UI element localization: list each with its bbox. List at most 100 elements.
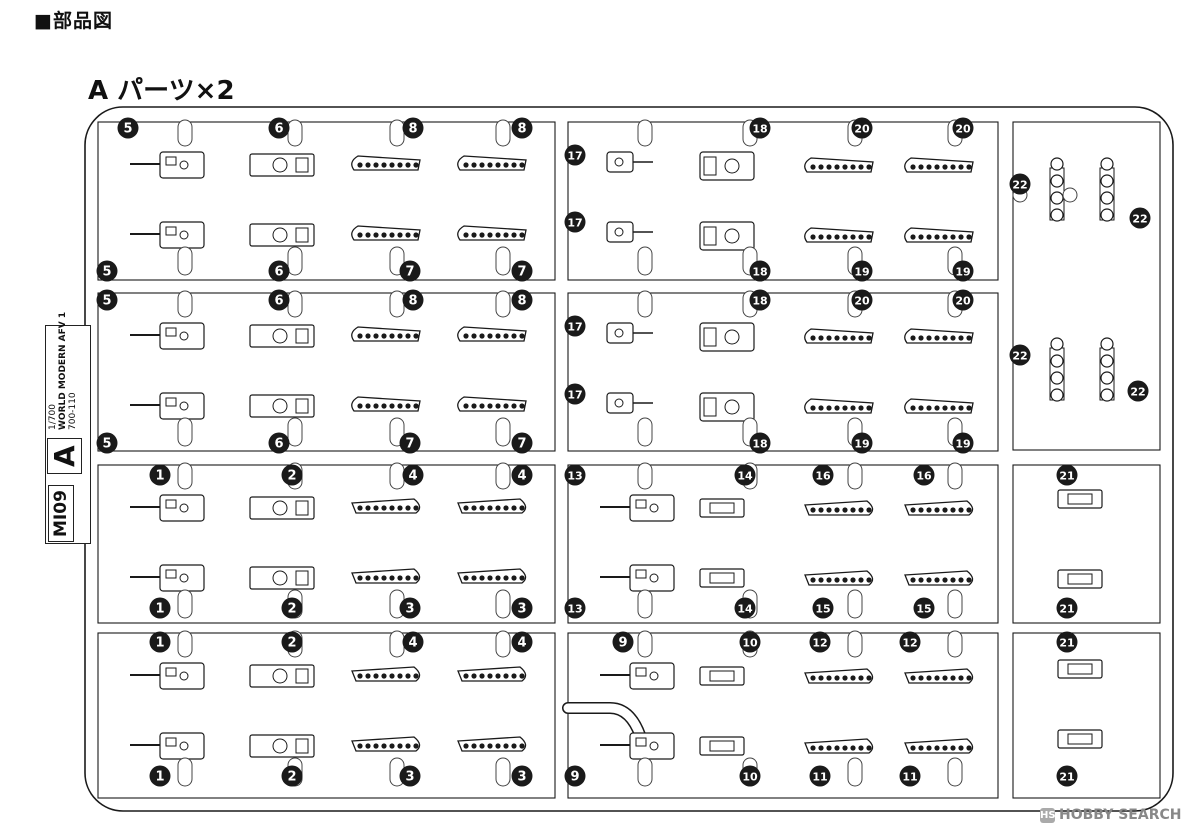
sprue-gate [495, 589, 511, 619]
part-number-badge: 20 [851, 289, 873, 311]
sprue-gate [177, 589, 193, 619]
sprue-letter: A [47, 437, 82, 474]
small-part [699, 666, 745, 686]
vehicle-hull-part [699, 151, 755, 181]
sprue-section [97, 121, 556, 281]
part-number-text: 18 [752, 295, 767, 308]
part-number-badge: 3 [511, 597, 533, 619]
part-number-badge: 19 [851, 432, 873, 454]
sprue-gate [389, 290, 405, 318]
part-number-text: 19 [955, 266, 970, 279]
part-number-badge: 4 [402, 464, 424, 486]
sprue-section [1012, 632, 1161, 799]
part-number-text: 8 [517, 294, 526, 309]
sprue-gate [847, 630, 863, 658]
part-number-badge: 7 [511, 260, 533, 282]
hull-part [249, 566, 315, 590]
part-number-text: 13 [567, 470, 582, 483]
sprue-scale: 1/700 [48, 403, 58, 430]
part-number-badge: 22 [1129, 207, 1151, 229]
part-number-text: 12 [902, 637, 917, 650]
sprue-gate [847, 462, 863, 490]
part-number-badge: 21 [1056, 597, 1078, 619]
hull-part [249, 153, 315, 177]
turret-part [130, 151, 205, 179]
part-number-badge: 5 [96, 260, 118, 282]
part-number-badge: 19 [952, 260, 974, 282]
hull-part [249, 734, 315, 758]
small-turret-part [606, 392, 653, 414]
sprue-gate [947, 630, 963, 658]
part-number-text: 7 [405, 437, 414, 452]
part-number-text: 18 [752, 266, 767, 279]
track-part [904, 668, 974, 684]
part-number-badge: 17 [564, 144, 586, 166]
sprue-gate [637, 119, 653, 147]
part-number-badge: 3 [399, 765, 421, 787]
sprue-code: 700-110 [68, 391, 78, 430]
sprue-series: WORLD MODERN AFV 1 [58, 311, 68, 430]
part-number-text: 20 [955, 295, 971, 308]
track-part [351, 568, 421, 584]
part-number-badge: 1 [149, 464, 171, 486]
track-part [804, 738, 874, 754]
sprue-box-id: MI09 [48, 484, 74, 542]
part-number-badge: 5 [117, 117, 139, 139]
small-part [1057, 569, 1103, 589]
sprue-section [97, 464, 556, 624]
part-number-badge: 2 [281, 631, 303, 653]
part-number-badge: 4 [402, 631, 424, 653]
small-turret-part [606, 322, 653, 344]
hull-part [249, 223, 315, 247]
sprue-gate [495, 119, 511, 147]
part-number-badge: 6 [268, 117, 290, 139]
sprue-gate [495, 417, 511, 447]
turret-part [600, 732, 675, 760]
hull-part [249, 394, 315, 418]
turret-part [600, 662, 675, 690]
sprue-section [1012, 464, 1161, 624]
part-number-text: 19 [854, 266, 869, 279]
outer-runner [84, 106, 1174, 812]
part-number-badge: 18 [749, 117, 771, 139]
sprue-gate [637, 246, 653, 276]
part-number-badge: 22 [1127, 380, 1149, 402]
part-number-badge: 2 [281, 464, 303, 486]
part-number-text: 1 [155, 636, 164, 651]
sprue-gate [847, 757, 863, 787]
sprue-gate [177, 757, 193, 787]
part-number-text: 16 [916, 470, 932, 483]
part-number-text: 8 [408, 294, 417, 309]
runner-arm-inner [563, 703, 645, 740]
part-number-text: 21 [1059, 603, 1074, 616]
part-number-badge: 17 [564, 315, 586, 337]
part-number-text: 4 [408, 469, 417, 484]
track-part [904, 227, 974, 243]
hull-part [249, 324, 315, 348]
part-number-badge: 18 [749, 289, 771, 311]
part-number-text: 17 [567, 150, 582, 163]
part-number-text: 17 [567, 217, 582, 230]
turret-part [130, 392, 205, 420]
sprue-gate [495, 246, 511, 276]
part-number-text: 6 [274, 294, 283, 309]
small-part [1057, 729, 1103, 749]
part-number-text: 5 [123, 122, 132, 137]
track-part [804, 328, 874, 344]
track-part [351, 326, 421, 342]
turret-part [130, 732, 205, 760]
part-number-text: 4 [517, 469, 526, 484]
part-number-text: 11 [902, 771, 917, 784]
part-number-badge: 14 [734, 597, 756, 619]
part-number-text: 14 [737, 470, 753, 483]
part-number-text: 7 [517, 437, 526, 452]
part-number-badge: 10 [739, 631, 761, 653]
sprue-gate [947, 589, 963, 619]
track-part [457, 225, 527, 241]
part-number-badge: 20 [952, 117, 974, 139]
part-number-text: 17 [567, 321, 582, 334]
part-number-badge: 8 [402, 117, 424, 139]
part-number-text: 10 [742, 637, 758, 650]
part-number-text: 21 [1059, 637, 1074, 650]
